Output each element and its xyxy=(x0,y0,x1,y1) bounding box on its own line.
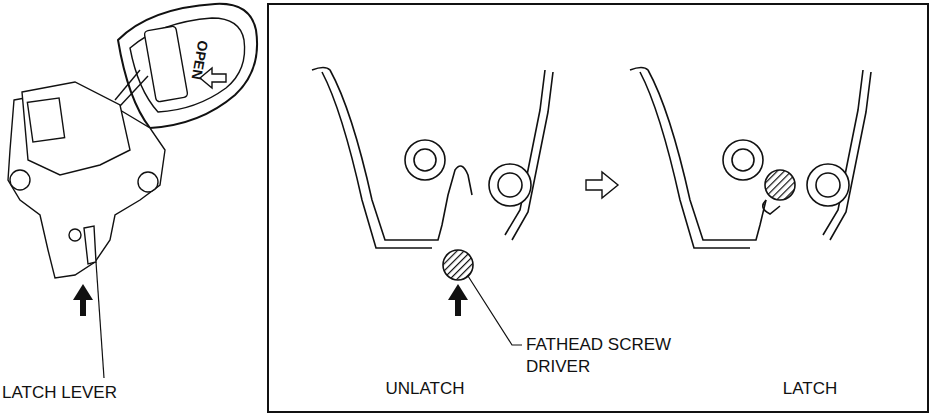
leader-line xyxy=(96,262,104,378)
release-handle xyxy=(118,4,257,128)
rod xyxy=(115,70,140,100)
leader-line xyxy=(96,262,104,378)
pin xyxy=(414,149,436,171)
latch-lever xyxy=(763,200,780,214)
latch-view xyxy=(630,68,871,249)
handle-plate xyxy=(130,18,245,112)
panel-frame xyxy=(268,4,928,412)
leader-line xyxy=(468,276,522,345)
connector xyxy=(27,98,64,142)
latch-plate xyxy=(823,70,863,235)
striker-plate xyxy=(312,68,472,241)
pivot xyxy=(69,229,81,241)
latch-plate xyxy=(505,70,545,235)
pin xyxy=(723,140,763,180)
push-arrow xyxy=(73,284,93,316)
mount-hole xyxy=(138,172,158,192)
pin xyxy=(489,164,531,206)
view-label: UNLATCH xyxy=(385,378,464,400)
part-label: LATCH LEVER xyxy=(2,382,117,404)
screwdriver-tip xyxy=(765,170,795,200)
motor-housing xyxy=(22,82,130,175)
push-arrow xyxy=(448,284,468,316)
part-label: FATHEAD SCREW DRIVER xyxy=(526,334,676,378)
mount-hole xyxy=(10,170,30,190)
pin xyxy=(498,173,522,197)
unlatch-view xyxy=(312,68,553,249)
icon-box xyxy=(144,26,188,102)
screwdriver-tip xyxy=(443,250,473,280)
pin xyxy=(807,164,849,206)
pin xyxy=(405,140,445,180)
latch-plate xyxy=(830,72,871,240)
pin xyxy=(816,173,840,197)
rod xyxy=(120,76,148,106)
transition-arrow xyxy=(586,172,618,198)
latch-plate xyxy=(512,72,553,240)
latch-lever xyxy=(84,226,96,264)
view-label: LATCH xyxy=(783,378,837,400)
latch-assembly xyxy=(8,4,257,278)
pin xyxy=(732,149,754,171)
